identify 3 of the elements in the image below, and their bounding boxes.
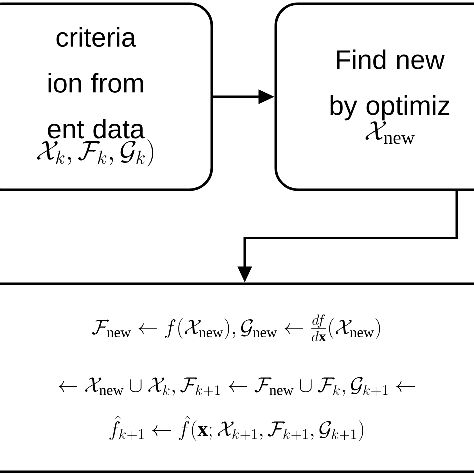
formula-box: $\mathcal{F}_{\mathrm{new}} \leftarrow f(\mathcal{X}_{\mathrm{new}}), \mathcal{G}_{\mathrm{new}} \leftarrow \frac{df}{d\mathbf{x}}(\mathcal{X}_{\mathrm{new}})$ $\leftarrow \mathcal{X}_{\mathrm{new}} \cup \mathcal{X}_k, \mathcal{F}_{k+1} \leftarrow \mathcal{F}_{\mathrm{new}} \cup \mathcal{F}_k, \mathcal{G}_{k+1} \leftarrow$ $\hat{f}_{k+1} \leftarrow \hat{f}(\mathbf{x}; \mathcal{X}_{k+1}, \mathcal{F}_{k+1}, \mathcal{G}_{k+1})$ — [0, 282, 474, 474]
process-box: criteria ion from ent data $\mathcal{X}_k, \mathcal{F}_k, \mathcal{G}_k)$ — [0, 2, 214, 192]
process-box: Find new by optimiz $\mathcal{X}_{\mathrm{new}}$ — [274, 2, 474, 192]
